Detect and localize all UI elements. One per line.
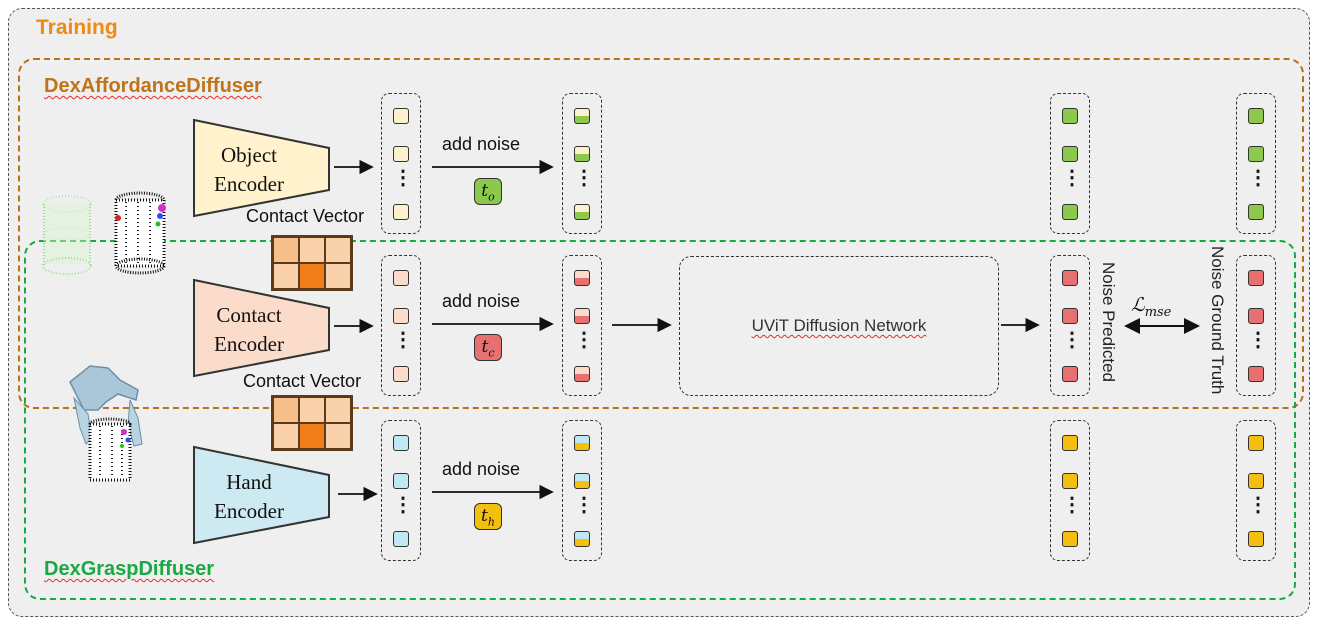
hand-feature-column-2: ⋮ <box>562 420 602 561</box>
uvit-diffusion-network: UViT Diffusion Network <box>679 256 999 396</box>
ellipsis-dots: ⋮ <box>574 167 594 189</box>
ellipsis-dots: ⋮ <box>1248 329 1268 351</box>
object-feature-cell <box>1248 146 1264 162</box>
contact-feature-cell <box>1062 270 1078 286</box>
hand-feature-cell <box>574 435 590 451</box>
hand-feature-cell <box>1062 435 1078 451</box>
noise-ground-truth-label: Noise Ground Truth <box>1208 246 1227 395</box>
ellipsis-dots: ⋮ <box>393 167 413 189</box>
contact-feature-cell <box>574 308 590 324</box>
ellipsis-dots: ⋮ <box>1248 494 1268 516</box>
point-cloud-illustrations <box>42 191 166 482</box>
contact-feature-cell <box>574 270 590 286</box>
contact-feature-column-1: ⋮ <box>381 255 421 396</box>
object-feature-cell <box>393 204 409 220</box>
timestep-contact-badge: tc <box>474 334 502 361</box>
hand-feature-cell <box>574 473 590 489</box>
hand-feature-cell <box>1062 473 1078 489</box>
object-encoder-shape <box>193 118 330 218</box>
timestep-hand-badge: th <box>474 503 502 530</box>
contact-feature-cell <box>1248 366 1264 382</box>
contact-feature-cell <box>393 308 409 324</box>
contact-vector-label-top: Contact Vector <box>246 206 365 226</box>
hand-feature-cell <box>1062 531 1078 547</box>
contact-feature-cell <box>1062 308 1078 324</box>
object-feature-cell <box>1248 204 1264 220</box>
object-feature-cell <box>1062 108 1078 124</box>
hand-feature-cell <box>1248 435 1264 451</box>
object-feature-cell <box>1248 108 1264 124</box>
object-feature-cell <box>1062 204 1078 220</box>
contact-encoder-shape <box>193 278 330 378</box>
contact-feature-column-3: ⋮ <box>1050 255 1090 396</box>
contact-feature-cell <box>1248 270 1264 286</box>
ellipsis-dots: ⋮ <box>393 329 413 351</box>
hand-feature-cell <box>393 435 409 451</box>
robot-hand-image <box>69 365 143 482</box>
hand-feature-cell <box>1248 473 1264 489</box>
training-title: Training <box>36 16 118 39</box>
green-point-cloud-image <box>42 195 92 275</box>
hand-feature-cell <box>1248 531 1264 547</box>
black-point-cloud-image <box>114 191 166 275</box>
object-feature-column-2: ⋮ <box>562 93 602 234</box>
object-feature-cell <box>393 146 409 162</box>
contact-feature-cell <box>1062 366 1078 382</box>
add-noise-label-object: add noise <box>442 134 521 154</box>
ellipsis-dots: ⋮ <box>393 494 413 516</box>
ellipsis-dots: ⋮ <box>1062 494 1082 516</box>
grasp-diffuser-title: DexGraspDiffuser <box>44 558 215 580</box>
ellipsis-dots: ⋮ <box>1248 167 1268 189</box>
timestep-object-badge: to <box>474 178 502 205</box>
contact-feature-cell <box>393 366 409 382</box>
object-feature-column-4: ⋮ <box>1236 93 1276 234</box>
contact-feature-column-2: ⋮ <box>562 255 602 396</box>
grasp-diffuser-region <box>24 240 1296 600</box>
hand-feature-cell <box>574 531 590 547</box>
object-feature-cell <box>574 204 590 220</box>
ellipsis-dots: ⋮ <box>574 494 594 516</box>
contact-feature-cell <box>393 270 409 286</box>
uvit-label: UViT Diffusion Network <box>751 316 927 335</box>
contact-vector-grid-top <box>271 235 353 291</box>
contact-feature-cell <box>1248 308 1264 324</box>
affordance-diffuser-region <box>18 58 1304 409</box>
hand-feature-cell <box>393 531 409 547</box>
object-feature-cell <box>574 108 590 124</box>
add-noise-label-contact: add noise <box>442 291 521 311</box>
add-noise-label-hand: add noise <box>442 459 521 479</box>
contact-vector-label-bottom: Contact Vector <box>243 371 362 391</box>
ellipsis-dots: ⋮ <box>1062 167 1082 189</box>
object-feature-column-1: ⋮ <box>381 93 421 234</box>
object-feature-cell <box>574 146 590 162</box>
hand-feature-column-1: ⋮ <box>381 420 421 561</box>
hand-feature-column-4: ⋮ <box>1236 420 1276 561</box>
contact-feature-column-4: ⋮ <box>1236 255 1276 396</box>
contact-vector-grid-bottom <box>271 395 353 451</box>
hand-feature-column-3: ⋮ <box>1050 420 1090 561</box>
object-feature-cell <box>1062 146 1078 162</box>
hand-encoder-shape <box>193 445 330 545</box>
object-feature-cell <box>393 108 409 124</box>
noise-predicted-label: Noise Predicted <box>1099 262 1118 383</box>
ellipsis-dots: ⋮ <box>574 329 594 351</box>
object-feature-column-3: ⋮ <box>1050 93 1090 234</box>
hand-feature-cell <box>393 473 409 489</box>
mse-loss-label: ℒmse <box>1131 294 1172 320</box>
contact-feature-cell <box>574 366 590 382</box>
ellipsis-dots: ⋮ <box>1062 329 1082 351</box>
affordance-diffuser-title: DexAffordanceDiffuser <box>44 75 262 97</box>
